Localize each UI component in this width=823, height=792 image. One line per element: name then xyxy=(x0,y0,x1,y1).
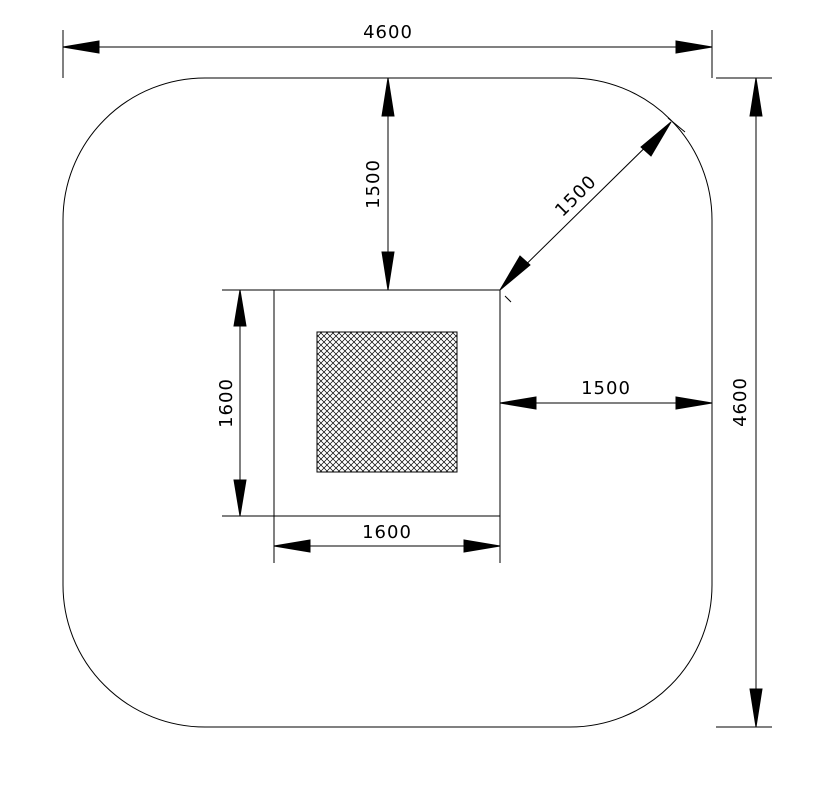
dim-base-height: 1600 xyxy=(216,289,274,517)
dim-top-clearance-label: 1500 xyxy=(363,159,384,209)
dim-top-clearance: 1500 xyxy=(363,77,395,291)
dim-diagonal-clearance: 1500 xyxy=(499,117,686,303)
hatched-center xyxy=(316,331,458,473)
dim-base-height-label: 1600 xyxy=(216,378,237,428)
dim-side-clearance: 1500 xyxy=(499,378,713,410)
dim-diagonal-clearance-label: 1500 xyxy=(551,171,601,221)
dim-side-clearance-label: 1500 xyxy=(581,378,631,399)
dim-base-width-label: 1600 xyxy=(362,522,412,543)
dim-overall-height: 4600 xyxy=(716,77,772,728)
dim-overall-height-label: 4600 xyxy=(730,377,751,427)
dim-overall-width: 4600 xyxy=(62,22,713,78)
dim-overall-width-label: 4600 xyxy=(363,22,413,43)
safety-area-outline xyxy=(62,77,713,728)
dim-base-width: 1600 xyxy=(273,516,501,563)
